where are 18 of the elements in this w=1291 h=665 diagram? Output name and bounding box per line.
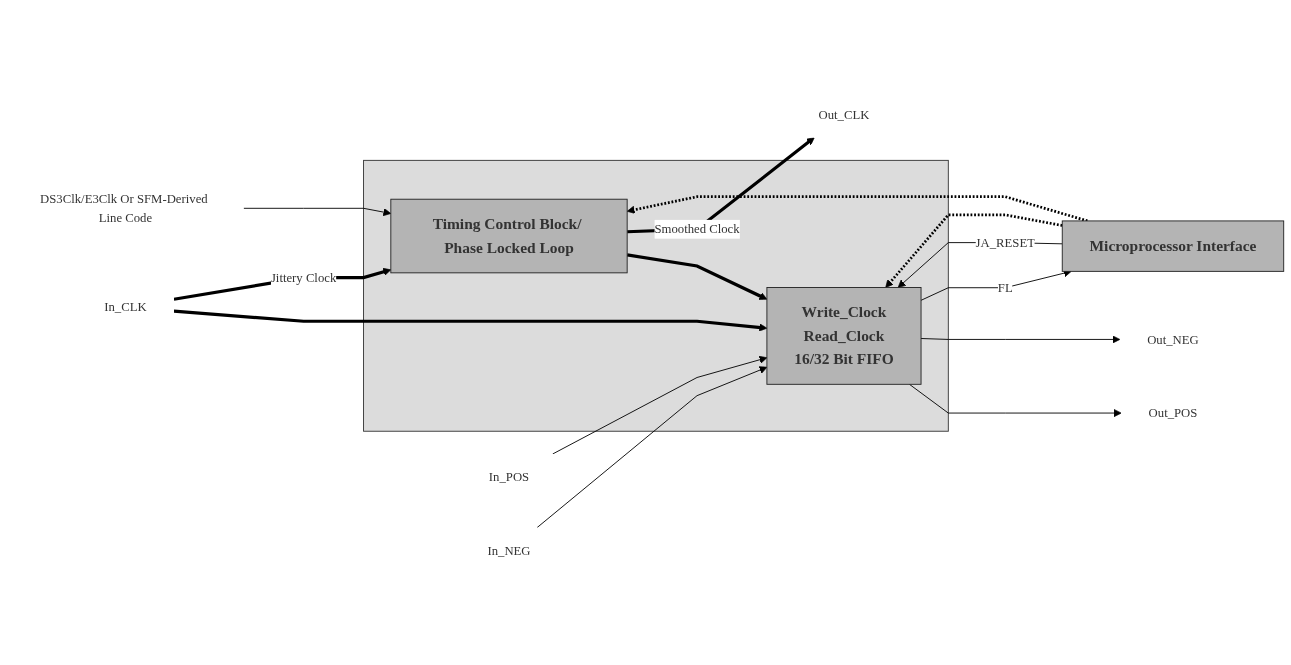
node-box: Microprocessor Interface: [1061, 220, 1285, 272]
edge-label: Jittery Clock: [270, 270, 337, 285]
node-text: In_POS: [488, 470, 530, 484]
arrow: [173, 309, 768, 332]
cluster: [363, 159, 949, 432]
arrow: [173, 267, 392, 301]
node-text: Out_NEG: [1147, 332, 1199, 347]
node-text: In_NEG: [487, 543, 531, 558]
node-box: Write_Clock Read_Clock 16/32 Bit FIFO: [766, 286, 922, 385]
node-text: Out_POS: [1148, 406, 1198, 420]
edge-label: FL: [997, 280, 1013, 295]
node-text: In_CLK: [104, 300, 147, 315]
edge-label: JA_RESET: [975, 235, 1035, 250]
edge-label: Smoothed Clock: [654, 222, 740, 236]
node-text: DS3Clk/E3Clk Or SFM-Derived Line Code: [40, 191, 208, 225]
node-box: Timing Control Block/ Phase Locked Loop: [390, 198, 628, 274]
node-text: Out_CLK: [818, 107, 870, 122]
arrow: [626, 253, 768, 300]
